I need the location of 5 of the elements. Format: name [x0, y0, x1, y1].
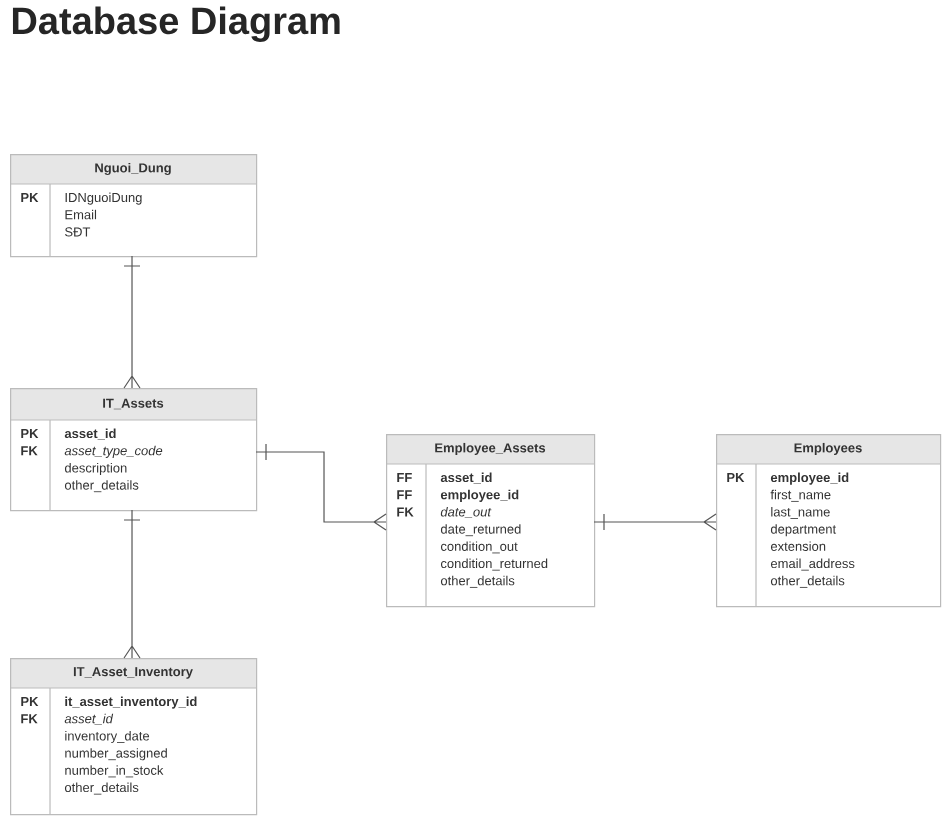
relationship-line [255, 443, 387, 531]
relationship-line [123, 509, 141, 659]
relationship-line [593, 513, 717, 531]
relationship-line [123, 255, 141, 389]
title: Database Diagram [12, 6, 340, 42]
